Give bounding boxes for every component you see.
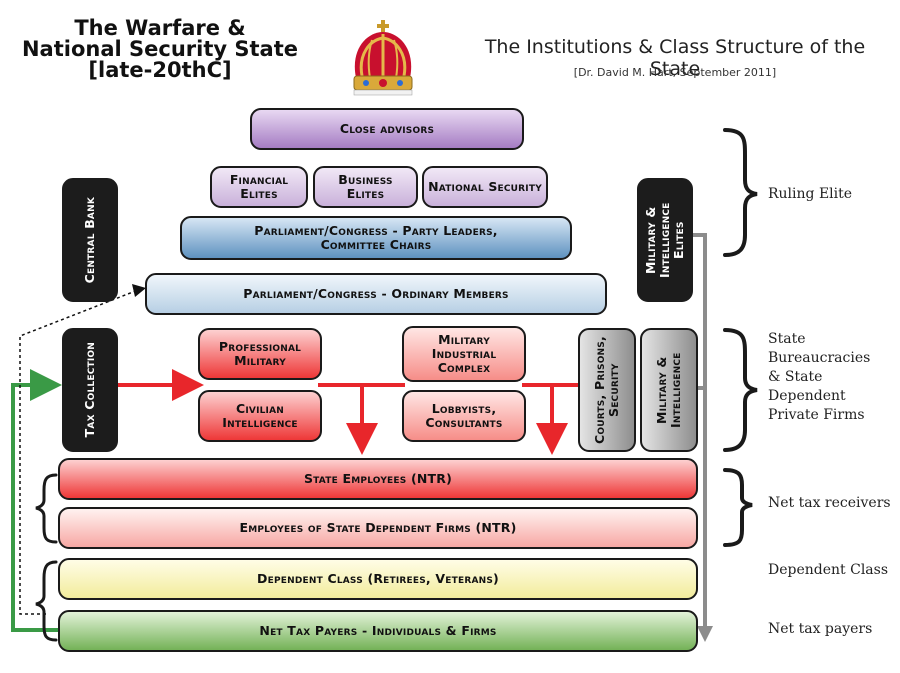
attribution: [Dr. David M. Hart, September 2011] (573, 66, 777, 79)
green-loop-arrow (11, 369, 62, 632)
red-flow-arrows (118, 369, 580, 455)
central-bank-box: Central Bank (62, 178, 118, 302)
tax-collection-label: Tax Collection (82, 342, 97, 438)
courts-prisons-security-box: Courts, Prisons, Security (578, 328, 636, 452)
left-braces (35, 473, 58, 642)
tax-collection-box: Tax Collection (62, 328, 118, 452)
state-employees-bar: State Employees (NTR) (58, 458, 698, 500)
crown-icon (353, 20, 413, 96)
party-leaders-line-1: Parliament/Congress - Party Leaders, (254, 223, 498, 238)
diagram-title: The Warfare & National Security State [l… (10, 18, 310, 81)
courts-prisons-security-label: Courts, Prisons, Security (592, 336, 621, 444)
state-bureaucracies-line-4: Dependent (768, 388, 846, 404)
main-title: The Institutions & Class Structure of th… (484, 36, 866, 80)
net-tax-payers-bar: Net Tax Payers - Individuals & Firms (58, 610, 698, 652)
military-intelligence-label: Military & Intelligence (654, 352, 683, 428)
national-security-box: National Security (422, 166, 548, 208)
lobbyists-consultants-box: Lobbyists, Consultants (402, 390, 526, 442)
dependent-class-bar: Dependent Class (Retirees, Veterans) (58, 558, 698, 600)
central-bank-label: Central Bank (82, 196, 97, 284)
military-intelligence-box: Military & Intelligence (640, 328, 698, 452)
state-bureaucracies-line-2: Bureaucracies (768, 350, 871, 366)
net-tax-receivers-label: Net tax receivers (768, 495, 891, 511)
professional-military-box: Professional Military (198, 328, 322, 380)
dependent-class-label: Dependent Class (768, 562, 889, 578)
ordinary-members-box: Parliament/Congress - Ordinary Members (145, 273, 607, 315)
business-elites-box: Business Elites (313, 166, 418, 208)
financial-elites-box: Financial Elites (210, 166, 308, 208)
military-intel-elites-label: Military & Intelligence Elites (643, 202, 686, 278)
dotted-connector (19, 284, 146, 615)
civilian-intelligence-box: Civilian Intelligence (198, 390, 322, 442)
military-intel-elites-box: Military & Intelligence Elites (637, 178, 693, 302)
right-braces (723, 128, 758, 547)
title-line-3: [late-20thC] (88, 58, 232, 82)
military-industrial-complex-box: Military Industrial Complex (402, 326, 526, 382)
employees-state-dependent-firms-bar: Employees of State Dependent Firms (NTR) (58, 507, 698, 549)
party-leaders-box: Parliament/Congress - Party Leaders, Com… (180, 216, 572, 260)
state-bureaucracies-label: State Bureaucracies & State Dependent Pr… (768, 330, 888, 425)
ruling-elite-label: Ruling Elite (768, 186, 853, 202)
title-line-1: The Warfare & (74, 16, 246, 40)
state-bureaucracies-line-5: Private Firms (768, 407, 865, 423)
state-bureaucracies-line-1: State (768, 331, 806, 347)
title-line-2: National Security State (21, 37, 298, 61)
net-tax-payers-label: Net tax payers (768, 621, 873, 637)
close-advisors-box: Close advisors (250, 108, 524, 150)
party-leaders-line-2: Committee Chairs (320, 237, 432, 252)
state-bureaucracies-line-3: & State (768, 369, 823, 385)
